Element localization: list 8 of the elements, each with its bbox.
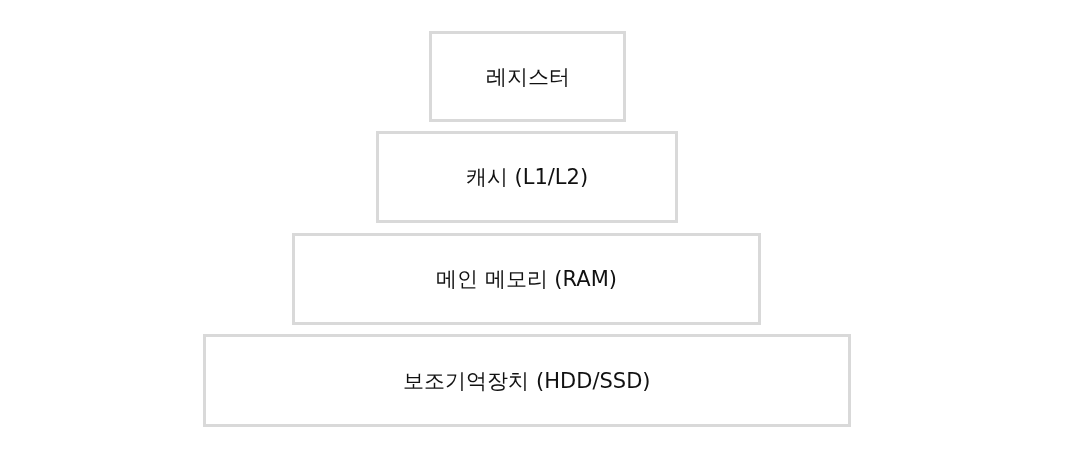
level-label: 메인 메모리 (RAM) [436, 266, 617, 293]
level-box [203, 334, 851, 427]
level-label: 레지스터 [485, 63, 570, 91]
level-box [429, 31, 626, 122]
level-label: 보조기억장치 (HDD/SSD) [403, 367, 651, 395]
level-box [376, 131, 678, 223]
level-box [292, 233, 761, 325]
level-label: 캐시 (L1/L2) [465, 164, 589, 191]
